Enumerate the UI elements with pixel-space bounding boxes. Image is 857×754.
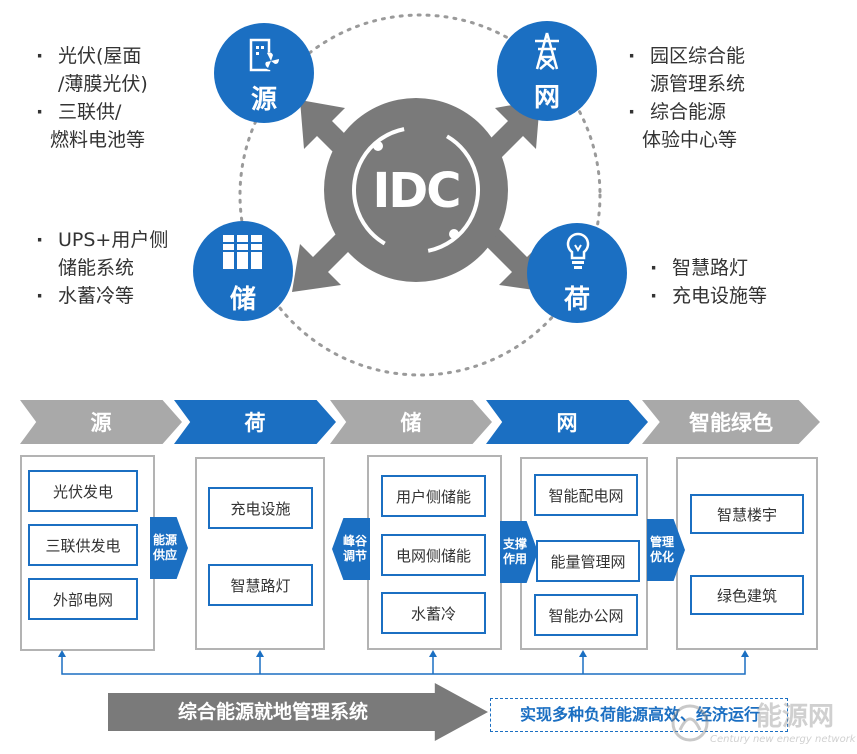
node-he-label: 荷 [563, 285, 590, 315]
panel-green [676, 457, 818, 650]
he-bullets: 智慧路灯 充电设施等 [650, 254, 767, 310]
node-wang-label: 网 [533, 83, 560, 113]
bullet-cont: /薄膜光伏) [58, 73, 148, 95]
system-label: 综合能源就地管理系统 [177, 701, 368, 723]
box-item: 绿色建筑 [690, 575, 804, 615]
building-fan-icon [249, 38, 280, 72]
goal-label: 实现多种负荷能源高效、经济运行 [519, 705, 760, 724]
orbit-ring [238, 13, 602, 377]
connector-peak-valley: 峰谷调节 [332, 518, 370, 580]
watermark-text: 能源网 [756, 702, 835, 732]
chevron-green: 智能绿色 [642, 400, 820, 444]
watermark-subtext: Century new energy network [710, 734, 856, 745]
chevron-he: 荷 [174, 400, 336, 444]
node-wang: 网 [497, 21, 597, 121]
wang-bullets: 园区综合能 源管理系统 综合能源 体验中心等 [628, 42, 746, 154]
box-item: 光伏发电 [28, 470, 138, 512]
light-bulb-icon [566, 232, 590, 269]
chevron-label: 荷 [244, 411, 266, 435]
panel-he [195, 457, 325, 650]
node-yuan: 源 [214, 23, 314, 123]
node-chu-label: 储 [229, 285, 256, 315]
chevron-label: 储 [400, 411, 422, 435]
battery-rack-icon [223, 235, 262, 269]
node-chu: 储 [193, 221, 293, 321]
box-item: 智能办公网 [534, 594, 638, 636]
box-item: 用户侧储能 [381, 475, 486, 517]
box-item: 智慧路灯 [208, 564, 313, 606]
bullet-cont: 燃料电池等 [50, 129, 146, 151]
chevron-wang: 网 [486, 400, 648, 444]
box-item: 水蓄冷 [381, 592, 486, 634]
box-item: 电网侧储能 [381, 534, 486, 576]
bullet: 充电设施等 [650, 282, 767, 310]
box-item: 充电设施 [208, 487, 313, 529]
box-item: 智慧楼宇 [690, 494, 804, 534]
bullet: 三联供/ [36, 98, 148, 126]
idc-label: IDC [372, 163, 462, 219]
bullet-cont: 储能系统 [58, 257, 135, 279]
node-he: 荷 [527, 223, 627, 323]
bullet: 水蓄冷等 [36, 282, 168, 310]
bullet: UPS+用户侧 [36, 226, 168, 254]
bullet: 综合能源 [628, 98, 745, 126]
idc-disc [324, 98, 508, 282]
bullet-cont: 源管理系统 [650, 73, 746, 95]
bullet: 智慧路灯 [650, 254, 767, 282]
watermark-logo-icon [671, 704, 709, 742]
box-item: 外部电网 [28, 578, 138, 620]
bullet: 光伏(屋面 [36, 42, 148, 70]
node-yuan-label: 源 [250, 85, 277, 115]
chevron-label: 源 [90, 411, 112, 435]
watermark: 能源网 Century new energy network [670, 698, 856, 752]
chevron-label: 智能绿色 [689, 411, 773, 435]
bullet: 园区综合能 [628, 42, 745, 70]
yuan-bullets: 光伏(屋面 /薄膜光伏) 三联供/ 燃料电池等 [36, 42, 148, 154]
chevron-label: 网 [556, 411, 578, 435]
box-item: 三联供发电 [28, 524, 138, 566]
chevron-yuan: 源 [20, 400, 182, 444]
box-item: 智能配电网 [534, 474, 638, 516]
connector-energy-supply: 能源供应 [150, 517, 188, 579]
power-tower-icon [535, 32, 559, 70]
feedback-lines [58, 650, 749, 675]
chevron-chu: 储 [330, 400, 492, 444]
box-item: 能量管理网 [536, 540, 640, 582]
bullet-cont: 体验中心等 [642, 129, 738, 151]
goal-box [490, 698, 788, 732]
chu-bullets: UPS+用户侧 储能系统 水蓄冷等 [36, 226, 168, 310]
